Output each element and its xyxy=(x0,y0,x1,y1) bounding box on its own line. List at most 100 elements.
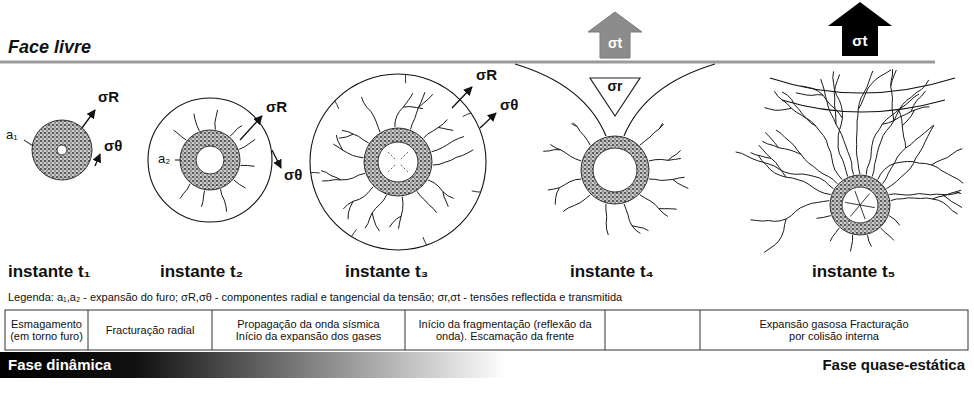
hole-expansion-label: a₁ xyxy=(6,127,18,142)
fracture-line xyxy=(372,213,379,231)
fracture-line xyxy=(764,219,786,253)
fracture-line xyxy=(335,101,339,109)
fracture-line xyxy=(241,165,255,167)
crushed-zone xyxy=(180,130,240,190)
fracture-line xyxy=(891,198,958,214)
fracture-line xyxy=(438,127,453,130)
spall-arc xyxy=(782,100,945,112)
stage-label: instante t₂ xyxy=(160,262,243,282)
fracture-line xyxy=(424,119,448,138)
stage-label: instante t₅ xyxy=(812,262,895,282)
fracture-line xyxy=(548,179,581,190)
legend-text: Legenda: a₁,a₂ - expansão do furo; σR,σθ… xyxy=(8,291,622,303)
fracture-line xyxy=(230,126,242,137)
fracture-line xyxy=(889,216,900,226)
fracture-line xyxy=(886,126,933,189)
phase-cell: Fracturação radial xyxy=(88,310,212,350)
fracture-line xyxy=(817,216,831,219)
fracture-line xyxy=(858,70,891,110)
fracture-line xyxy=(472,191,481,192)
stress-label: σθ xyxy=(284,166,302,183)
table-divider xyxy=(605,310,606,350)
fracture-line xyxy=(405,74,406,83)
fracture-line xyxy=(361,97,380,132)
fracture-line xyxy=(428,180,454,198)
fracture-line xyxy=(239,139,255,149)
fracture-line xyxy=(215,110,218,129)
fracture-line xyxy=(234,180,246,188)
leader-line xyxy=(175,160,180,161)
fracture-line xyxy=(830,228,839,241)
fracture-line xyxy=(932,190,961,199)
phase-cell: Propagação da onda sísmica Início da exp… xyxy=(212,310,405,350)
table-divider xyxy=(405,310,406,350)
inner-crack xyxy=(860,205,875,208)
fracture-line xyxy=(834,74,839,124)
fracture-line xyxy=(339,134,353,138)
free-face-line xyxy=(0,61,935,64)
crushed-zone xyxy=(32,120,92,180)
stress-label: σt xyxy=(852,32,867,49)
fracture-line xyxy=(649,158,681,160)
stress-arrow xyxy=(82,110,95,128)
reflected-wave xyxy=(515,64,606,136)
fracture-line xyxy=(931,149,962,165)
fracture-line xyxy=(398,197,403,229)
fracture-line xyxy=(550,144,581,160)
table-divider xyxy=(212,310,213,350)
fracture-line xyxy=(333,144,363,158)
fracture-line xyxy=(411,92,425,129)
transmitted-arrow xyxy=(588,12,642,58)
fracture-line xyxy=(776,130,837,184)
crushed-zone xyxy=(830,175,890,235)
fracture-line xyxy=(395,93,413,127)
fracture-line xyxy=(758,155,830,194)
table-border xyxy=(5,310,968,350)
fracture-line xyxy=(311,172,320,173)
fracture-line xyxy=(573,123,590,146)
spall-arc xyxy=(770,78,955,93)
inner-crack xyxy=(855,191,860,205)
stress-arrow xyxy=(272,150,281,168)
fracture-line xyxy=(343,187,373,209)
fracture-line xyxy=(180,184,190,199)
fracture-line xyxy=(891,69,894,121)
stress-arrow xyxy=(95,154,100,166)
fracture-line xyxy=(796,93,823,95)
hole-expansion-label: a₂ xyxy=(158,151,170,166)
fracture-line xyxy=(850,235,852,251)
stress-label: σR xyxy=(476,66,497,83)
phase-band-label: Fase quase-estática xyxy=(822,356,965,373)
inner-crack xyxy=(401,151,409,159)
fracture-line xyxy=(624,204,640,234)
fracture-line xyxy=(649,177,685,180)
phase-bar xyxy=(0,352,974,378)
fracture-line xyxy=(221,189,227,212)
phase-band-label: Fase dinâmica xyxy=(8,356,111,373)
inner-crack xyxy=(401,165,409,173)
phase-cell: Expansão gasosa Fracturação por colisão … xyxy=(700,310,968,350)
table-divider xyxy=(88,310,89,350)
fracture-line xyxy=(322,173,365,181)
inner-crack xyxy=(387,151,395,159)
fracture-line xyxy=(942,195,962,208)
fracture-line xyxy=(866,94,919,175)
wave-front xyxy=(148,98,272,222)
fracture-line xyxy=(640,195,668,217)
fracture-line xyxy=(782,92,842,180)
stress-arrow xyxy=(452,87,472,108)
illustration-group xyxy=(0,2,974,378)
fracture-line xyxy=(898,109,905,148)
inner-crack xyxy=(387,165,395,173)
fracture-line xyxy=(463,113,471,117)
reflected-arrow xyxy=(590,78,640,116)
phase-cell: Esmagamento (em torno furo) xyxy=(5,310,88,350)
fracture-line xyxy=(321,171,341,180)
leader-line xyxy=(24,140,33,146)
fracture-line xyxy=(902,110,914,126)
inner-crack xyxy=(850,205,860,216)
fracture-line xyxy=(365,195,387,228)
stage-label: instante t₄ xyxy=(570,262,654,282)
stage-label: instante t₃ xyxy=(345,262,428,282)
fracture-line xyxy=(543,150,560,152)
